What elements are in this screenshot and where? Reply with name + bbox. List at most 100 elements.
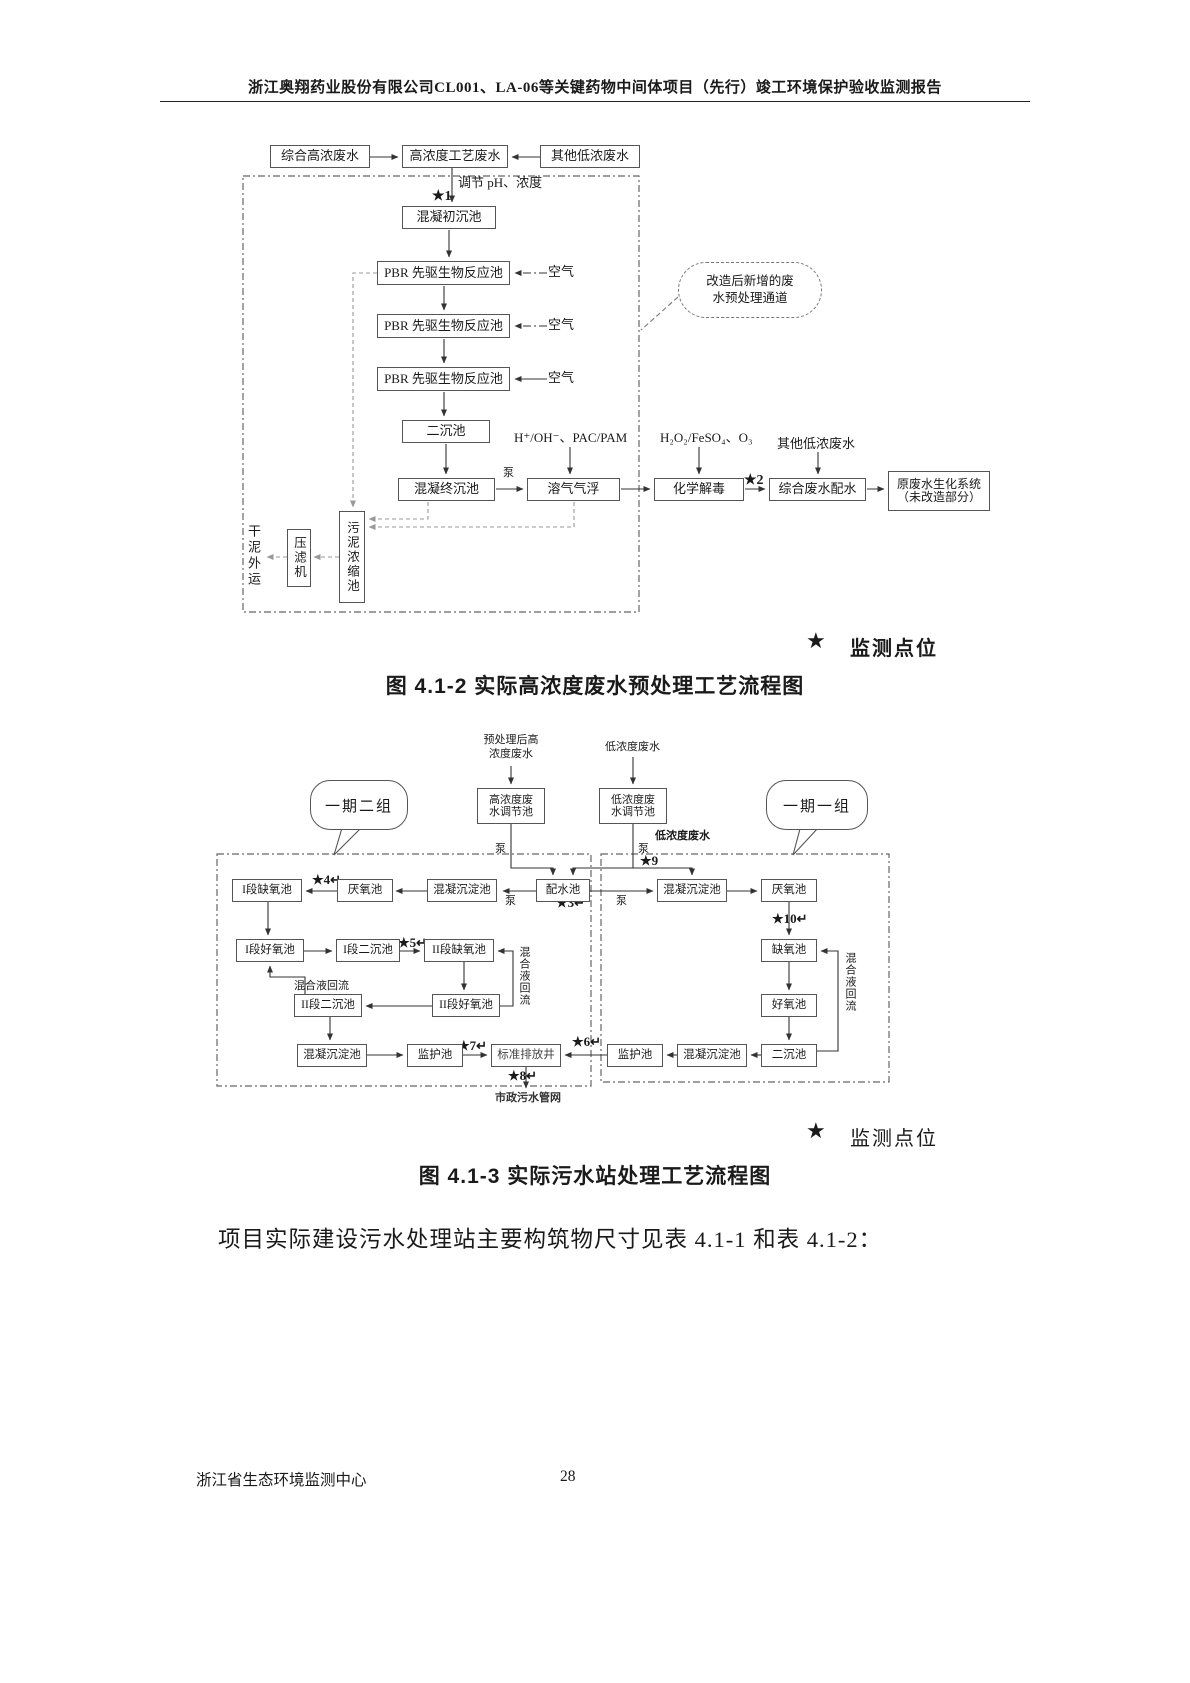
page-header: 浙江奥翔药业股份有限公司CL001、LA-06等关键药物中间体项目（先行）竣工环… bbox=[248, 80, 942, 96]
low-conc-bypass-label: 低浓度废水 bbox=[655, 830, 710, 842]
box-label: 监护池 bbox=[617, 1049, 653, 1062]
footer-page-number: 28 bbox=[560, 1468, 576, 1485]
figure-caption-4-1-2: 图 4.1-2 实际高浓度废水预处理工艺流程图 bbox=[385, 675, 805, 698]
callout-line1: 改造后新增的废 bbox=[706, 274, 794, 289]
new-pretreatment-channel-callout: 改造后新增的废 水预处理通道 bbox=[678, 262, 822, 318]
pump-label-2: 泵 bbox=[638, 843, 649, 855]
flow-box-high-conc-eq-tank: 高浓度废 水调节池 bbox=[477, 788, 545, 824]
flow-box-stage2-anoxic: II段缺氧池 bbox=[424, 939, 494, 962]
box-label: 监护池 bbox=[417, 1049, 453, 1062]
flow-box-secondary-sed-right: 二沉池 bbox=[761, 1044, 817, 1067]
municipal-sewer-label: 市政污水管网 bbox=[495, 1092, 561, 1104]
box-label: I段二沉池 bbox=[343, 944, 393, 957]
box-label: 混凝沉淀池 bbox=[663, 884, 721, 897]
pretreated-high-conc-label: 预处理后高 浓度废水 bbox=[477, 733, 545, 762]
box-label: 混凝沉淀池 bbox=[303, 1049, 361, 1062]
flow-box-guard-tank-left: 监护池 bbox=[407, 1044, 463, 1067]
flow-box-distribution-tank: 配水池 bbox=[536, 879, 590, 902]
box-label-line1: 原废水生化系统 bbox=[896, 476, 981, 491]
box-label: PBR 先驱生物反应池 bbox=[384, 370, 503, 386]
box-label: II段缺氧池 bbox=[432, 944, 486, 957]
flow-box-guard-tank-right: 监护池 bbox=[607, 1044, 663, 1067]
label-line1: 预处理后高 bbox=[483, 734, 539, 746]
flow-box-anaerobic-right: 厌氧池 bbox=[761, 879, 817, 902]
monitor-star-4: ★4↵ bbox=[312, 872, 342, 887]
flow-box-stage1-anoxic: I段缺氧池 bbox=[232, 879, 302, 902]
box-label: 二沉池 bbox=[771, 1049, 807, 1062]
monitor-star-10: ★10↵ bbox=[772, 911, 808, 926]
mixed-liquor-return-left-horizontal: 混合液回流 bbox=[294, 980, 349, 992]
pump-label-3: 泵 bbox=[505, 895, 516, 907]
monitor-star-2: ★2 bbox=[744, 473, 764, 488]
flow-box-chem-detox: 化学解毒 bbox=[654, 478, 744, 501]
box-label: 其他低浓废水 bbox=[550, 148, 629, 164]
box-label: I段好氧池 bbox=[245, 944, 295, 957]
box-label-line2: （未改造部分） bbox=[896, 490, 981, 504]
monitor-star-7: ★7↵ bbox=[458, 1038, 488, 1053]
flow-box-sludge-thickener: 污泥浓缩池 bbox=[339, 511, 365, 603]
box-label: 污泥浓缩池 bbox=[345, 520, 359, 594]
flow-box-coag-sed-right-1: 混凝沉淀池 bbox=[657, 879, 727, 902]
legend-star-icon-d1: ★ bbox=[806, 628, 826, 653]
box-label: 混凝终沉池 bbox=[413, 481, 479, 497]
legend-text-d1: 监测点位 bbox=[850, 638, 938, 660]
monitor-star-9: ★9 bbox=[640, 853, 659, 868]
chem-dosing-label: H⁺/OH⁻、PAC/PAM bbox=[514, 430, 628, 445]
callout-line2: 水预处理通道 bbox=[712, 291, 788, 305]
box-label: 厌氧池 bbox=[347, 884, 383, 897]
box-label: II段好氧池 bbox=[439, 999, 493, 1012]
box-label: 厌氧池 bbox=[771, 884, 807, 897]
flow-box-combined-high-conc: 综合高浓废水 bbox=[270, 145, 370, 168]
box-label: PBR 先驱生物反应池 bbox=[384, 264, 503, 280]
flow-box-pbr-2: PBR 先驱生物反应池 bbox=[377, 314, 510, 338]
flow-box-stage2-secondary-sed: II段二沉池 bbox=[294, 994, 362, 1017]
air-label-3: 空气 bbox=[548, 370, 575, 385]
dry-sludge-out-label: 干泥外运 bbox=[246, 524, 261, 588]
header-rule bbox=[160, 101, 1030, 102]
flow-box-final-coag-sed: 混凝终沉池 bbox=[398, 478, 495, 501]
box-label-line2: 水调节池 bbox=[611, 806, 655, 818]
flow-box-original-bio-system: 原废水生化系统 （未改造部分） bbox=[888, 471, 990, 511]
phase1-group1-bubble: 一期一组 bbox=[766, 780, 868, 830]
footer-org-name: 浙江省生态环境监测中心 bbox=[196, 1472, 367, 1489]
monitor-star-6: ★6↵ bbox=[572, 1034, 602, 1049]
box-label: 好氧池 bbox=[771, 999, 807, 1012]
box-label-line1: 高浓度废 bbox=[489, 793, 533, 806]
flow-box-secondary-sed: 二沉池 bbox=[402, 420, 490, 443]
box-label: 混凝沉淀池 bbox=[683, 1049, 741, 1062]
monitor-star-1: ★1 bbox=[432, 189, 452, 204]
box-label: 溶气气浮 bbox=[547, 481, 600, 497]
flow-box-anoxic-right: 缺氧池 bbox=[761, 939, 817, 962]
flow-box-low-conc-eq-tank: 低浓度废 水调节池 bbox=[599, 788, 667, 824]
flow-box-aerobic-right: 好氧池 bbox=[761, 994, 817, 1017]
pump-label-4: 泵 bbox=[616, 895, 627, 907]
flow-box-stage1-aerobic: I段好氧池 bbox=[236, 939, 304, 962]
flow-box-combined-distribution: 综合废水配水 bbox=[769, 478, 866, 501]
box-label: PBR 先驱生物反应池 bbox=[384, 317, 503, 333]
air-label-2: 空气 bbox=[548, 317, 575, 332]
box-label: 标准排放井 bbox=[497, 1049, 555, 1062]
figure-caption-4-1-3: 图 4.1-3 实际污水站处理工艺流程图 bbox=[418, 1165, 772, 1188]
box-label: 高浓度工艺废水 bbox=[409, 148, 501, 164]
flow-box-pbr-3: PBR 先驱生物反应池 bbox=[377, 367, 510, 391]
mixed-liquor-return-right-vertical: 混合液回流 bbox=[844, 952, 856, 1012]
box-label: 综合废水配水 bbox=[778, 481, 857, 497]
flow-box-coag-sed-right-2: 混凝沉淀池 bbox=[677, 1044, 747, 1067]
box-label: 综合高浓废水 bbox=[280, 148, 359, 164]
flow-box-anaerobic-left: 厌氧池 bbox=[337, 879, 393, 902]
monitor-star-5: ★5↵ bbox=[398, 935, 428, 950]
box-label: 配水池 bbox=[545, 884, 581, 897]
box-label: 混凝初沉池 bbox=[416, 209, 482, 225]
label-line2: 浓度废水 bbox=[489, 748, 533, 761]
flow-box-coag-sed-left-2: 混凝沉淀池 bbox=[297, 1044, 367, 1067]
pump-label-d1: 泵 bbox=[503, 467, 514, 479]
flow-box-stage2-aerobic: II段好氧池 bbox=[432, 994, 500, 1017]
box-label-line2: 水调节池 bbox=[489, 806, 533, 818]
box-label-line1: 低浓度废 bbox=[611, 793, 655, 806]
box-label: 混凝沉淀池 bbox=[433, 884, 491, 897]
other-low-conc-mid-label: 其他低浓废水 bbox=[777, 436, 856, 451]
phase1-group2-bubble: 一期二组 bbox=[310, 780, 408, 830]
oxidant-label: H₂O₂/FeSO₄、O₃ bbox=[660, 430, 753, 445]
